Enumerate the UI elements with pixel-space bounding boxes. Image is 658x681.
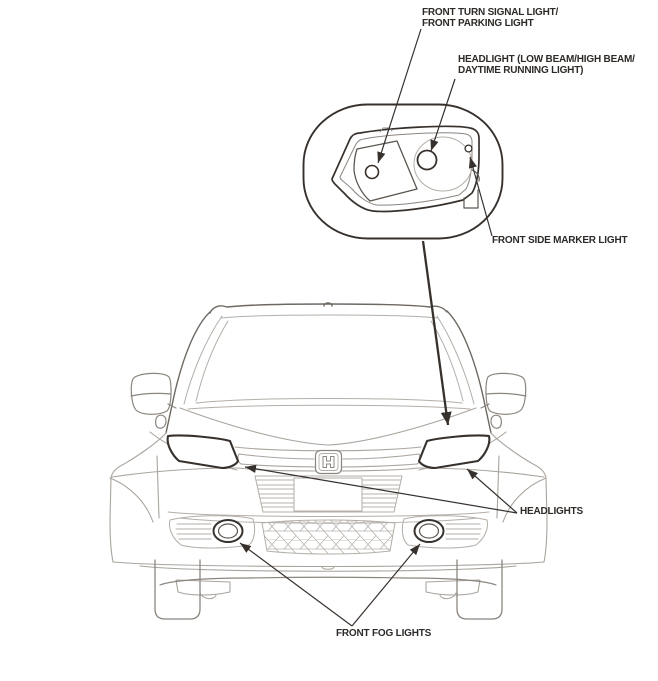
side-marker-leader [468, 156, 493, 237]
left-headlight [166, 434, 240, 470]
fog-leader-left [239, 542, 353, 627]
label-headlights: HEADLIGHTS [520, 506, 584, 517]
label-front-turn-signal: FRONT TURN SIGNAL LIGHT/ FRONT PARKING L… [422, 7, 558, 29]
label-front-side-marker: FRONT SIDE MARKER LIGHT [492, 235, 628, 246]
side-marker-bulb [464, 144, 473, 153]
headlight-inset [302, 103, 504, 240]
turn-signal-section [353, 140, 418, 202]
label-front-fog-lights: FRONT FOG LIGHTS [336, 628, 432, 639]
car-roof [165, 302, 492, 434]
side-mirrors [130, 372, 527, 429]
fog-lights-shapes [212, 519, 445, 543]
inset-oval [302, 103, 504, 240]
headlight-bulb-leader [430, 78, 456, 152]
car-windshield [183, 314, 475, 410]
honda-badge [314, 449, 343, 475]
label-line: HEADLIGHT (LOW BEAM/HIGH BEAM/ [458, 54, 635, 65]
turn-signal-leader [377, 28, 422, 164]
headlights-leader-right [466, 468, 518, 514]
fog-leader-right [351, 543, 421, 627]
leader-lines [239, 28, 518, 627]
left-fog-light [212, 519, 244, 543]
right-headlight [417, 434, 491, 470]
label-line: FRONT TURN SIGNAL LIGHT/ [422, 7, 559, 18]
lower-grille [261, 519, 396, 555]
tires [154, 559, 503, 620]
headlights-shapes [166, 434, 491, 470]
label-line: DAYTIME RUNNING LIGHT) [458, 65, 584, 76]
license-plate-area [293, 477, 363, 512]
inset-to-car-arrow [421, 240, 452, 426]
upper-grille [254, 475, 403, 513]
headlight-housing [331, 125, 480, 213]
turn-signal-bulb [364, 164, 380, 180]
headlights-leader-left [244, 464, 518, 514]
label-line: FRONT PARKING LIGHT [422, 18, 534, 29]
car-body [109, 407, 548, 600]
label-headlight-bulb: HEADLIGHT (LOW BEAM/HIGH BEAM/ DAYTIME R… [458, 54, 635, 76]
headlight-bulb [416, 149, 438, 171]
car-front-illustration [109, 302, 548, 620]
bumper-lip [159, 576, 497, 586]
right-fog-light [413, 519, 445, 543]
